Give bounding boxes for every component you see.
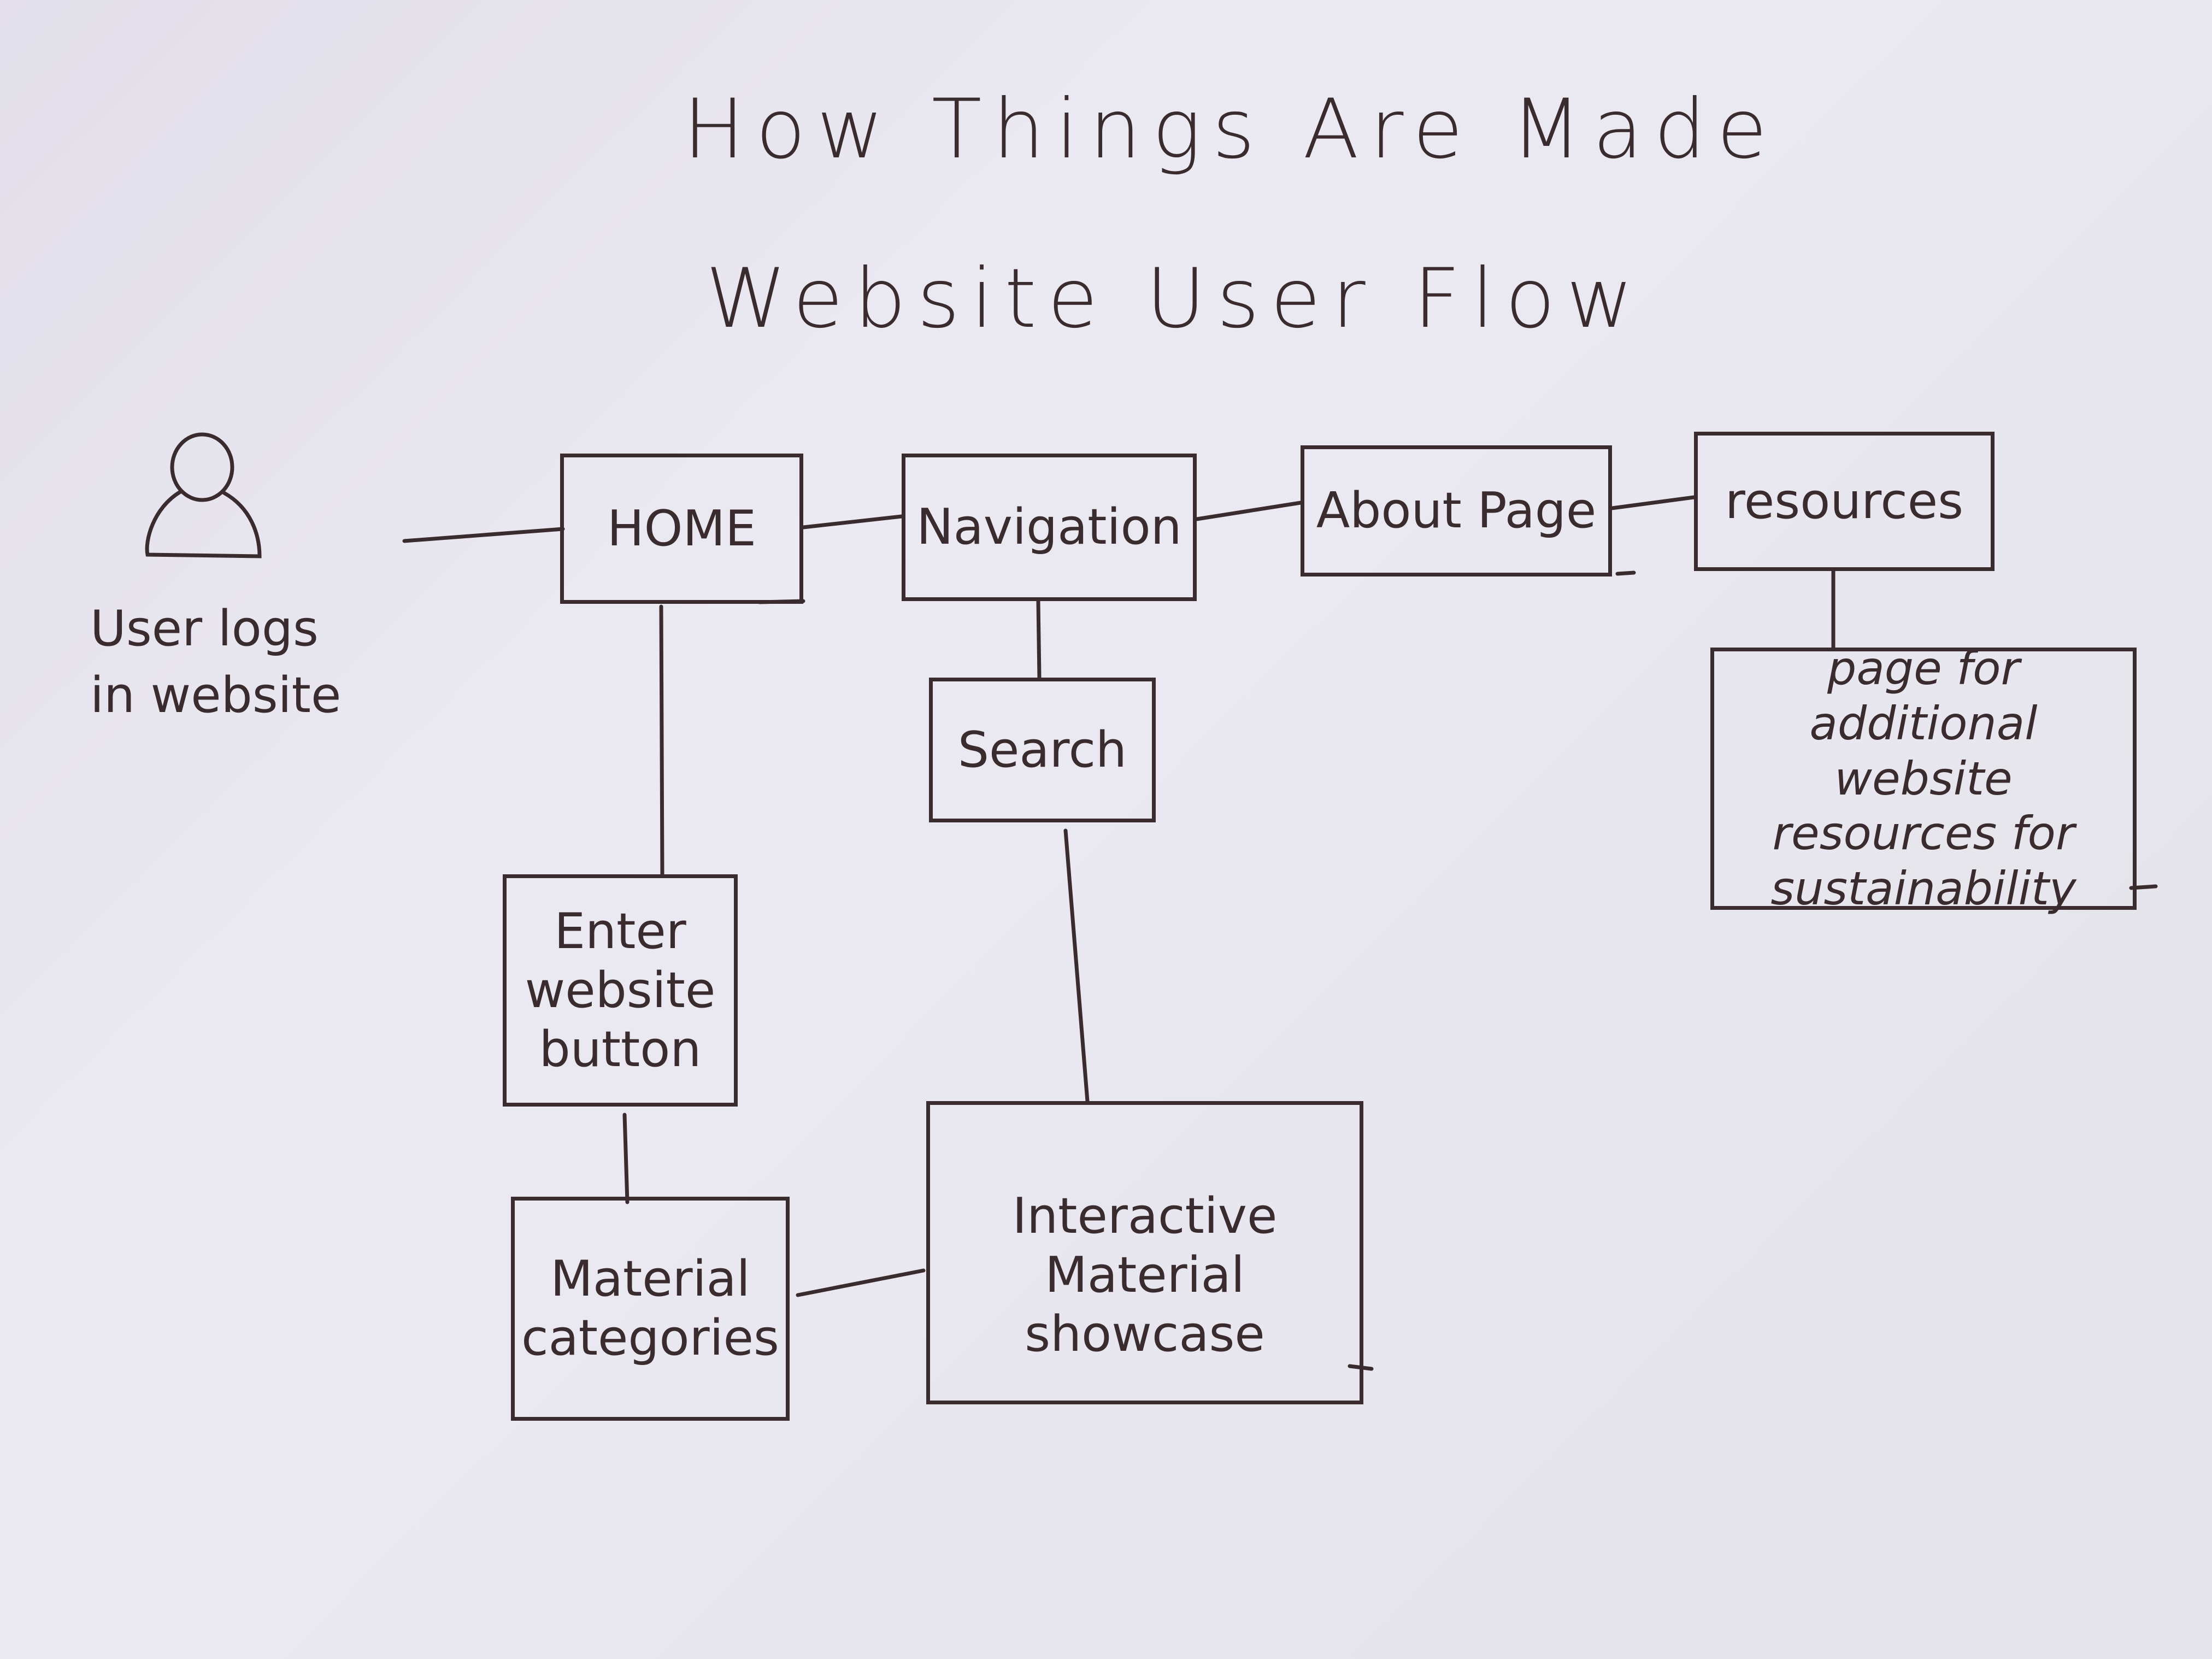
connector-about-resources	[1610, 495, 1696, 510]
user-caption-line2: in website	[90, 666, 342, 724]
node-material-categories: Material categories	[511, 1197, 790, 1421]
node-search: Search	[929, 678, 1156, 822]
connector-user-home	[402, 527, 565, 543]
node-interactive-material-showcase: Interactive Material showcase	[926, 1101, 1363, 1404]
user-caption-line1: User logs	[90, 600, 319, 657]
connector-categories-showcase	[796, 1268, 926, 1297]
connector-home-enter	[659, 604, 664, 876]
connector-navigation-about	[1195, 501, 1303, 521]
diagram-subtitle: Website User Flow	[705, 251, 1644, 346]
user-icon	[145, 432, 262, 558]
node-home: HOME	[560, 454, 803, 604]
connector-navigation-search	[1036, 599, 1042, 680]
user-caption: User logs in website	[90, 596, 341, 728]
node-about-page: About Page	[1301, 445, 1612, 576]
node-enter-website-button: Enter website button	[503, 874, 738, 1107]
node-resources-detail: page for additional website resources fo…	[1710, 642, 2137, 915]
connector-home-navigation	[801, 514, 904, 530]
diagram-title: How Things Are Made	[683, 82, 1778, 177]
node-navigation: Navigation	[902, 454, 1197, 601]
connector-search-showcase	[1063, 828, 1090, 1103]
node-resources: resources	[1694, 432, 1995, 571]
connector-enter-categories	[622, 1113, 630, 1204]
